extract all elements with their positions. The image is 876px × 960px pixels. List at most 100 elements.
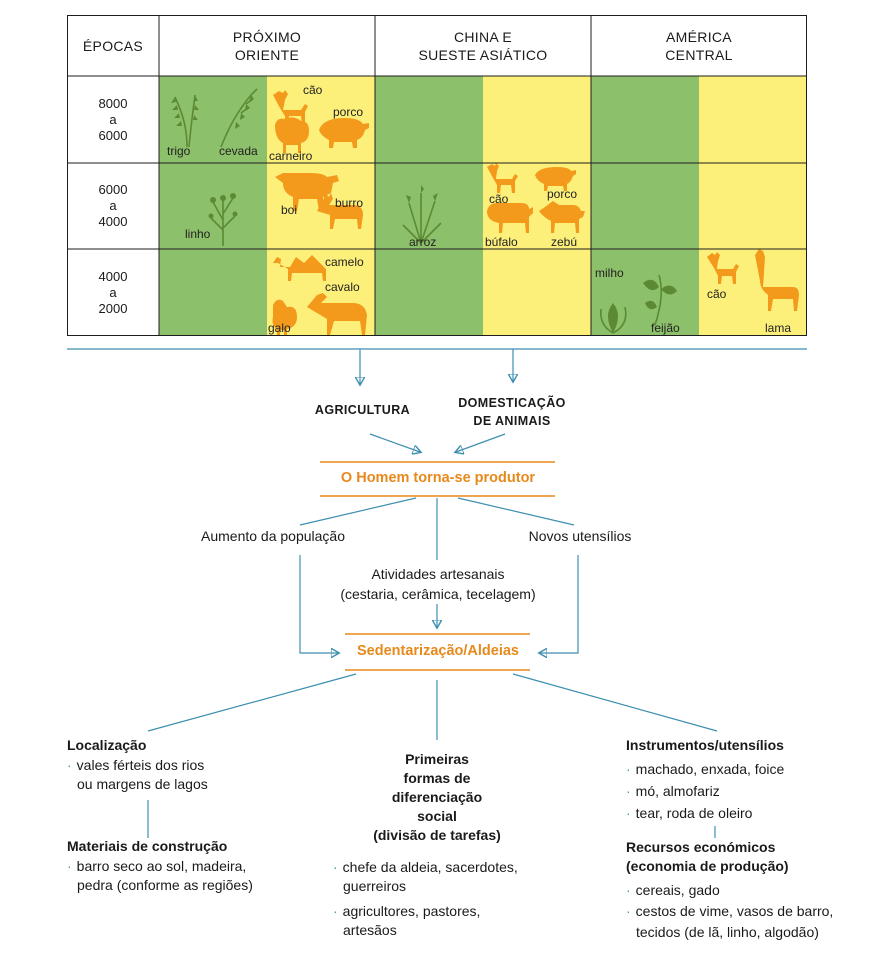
label-milho: milho [595,266,624,280]
cell-r3-cn-plants [375,249,483,336]
label-r2-cao: cão [489,192,509,206]
header-near-east-line1: PRÓXIMO [232,28,302,45]
label-carneiro: carneiro [269,149,313,163]
label-galo: galo [268,321,291,335]
epoch-2-start: 6000 [98,182,128,197]
craft-activities-line1: Atividades artesanais [371,566,505,582]
header-central-america: AMÉRICA CENTRAL [591,15,807,76]
instruments-section: Instrumentos/utensílios ·machado, enxada… [626,737,866,824]
domestication-line2: DE ANIMAIS [473,414,551,428]
materials-section: Materiais de construção ·barro seco ao s… [67,838,327,895]
domestication-table: ÉPOCAS PRÓXIMO ORIENTE CHINA E SUESTE AS… [67,15,807,336]
resources-title-line2: (economia de produção) [626,858,789,874]
cell-r2-am-plants [591,163,699,249]
header-epochs: ÉPOCAS [67,15,159,76]
materials-item-text-2: pedra (conforme as regiões) [77,877,253,893]
instruments-item-3-text: tear, roda de oleiro [635,805,753,821]
epoch-2-end: 4000 [98,214,128,229]
header-near-east: PRÓXIMO ORIENTE [159,15,375,76]
resources-item-1: ·cereais, gado [626,882,720,898]
america-dog-icon [707,252,739,284]
label-feijao: feijão [651,321,680,335]
social-item-2: ·agricultores, pastores, [333,903,481,919]
cell-r3-cn-animals [483,249,591,336]
label-camelo: camelo [325,255,364,269]
epoch-row-3: 4000 a 2000 [67,249,159,336]
donkey-icon [317,193,363,229]
label-boi: boi [281,203,298,217]
pig-icon [319,118,369,148]
social-title-line4: social [417,808,457,824]
location-list: ·vales férteis dos rios ou margens de la… [67,756,307,794]
sheep-icon [275,117,309,153]
cell-r1-ne-plants [159,76,267,163]
agriculture-label: AGRICULTURA [314,403,411,417]
epoch-3-a: a [109,284,117,300]
social-item-1-text: chefe da aldeia, sacerdotes, [342,859,518,875]
table-grid [67,15,807,336]
llama-icon [755,249,799,311]
resources-section: Recursos económicos (economia de produçã… [626,838,871,943]
label-lama: lama [765,321,792,335]
social-item-1: ·chefe da aldeia, sacerdotes, [333,859,518,875]
social-title-line3: diferenciação [391,789,483,805]
bean-icon [643,274,677,326]
header-america-line2: CENTRAL [665,46,733,63]
epoch-2-a: a [109,198,117,213]
social-item-2-text: agricultores, pastores, [342,903,481,919]
china-pig-icon [535,167,576,191]
camel-icon [273,255,326,281]
barley-icon [220,88,258,148]
instruments-item-1: ·machado, enxada, foice [626,761,785,777]
rice-icon [402,185,442,244]
social-list: ·chefe da aldeia, sacerdotes, guerreiros… [333,858,563,940]
domestication-label: DOMESTICAÇÃO DE ANIMAIS [440,394,584,430]
flax-icon [208,193,238,246]
cell-r2-am-animals [699,163,807,249]
producer-box: O Homem torna-se produtor [340,470,536,486]
location-item: ·vales férteis dos rios [67,757,205,773]
cell-r2-ne-plants [159,163,267,249]
header-epochs-label: ÉPOCAS [82,37,144,54]
epoch-row-1: 8000 a 6000 [67,76,159,163]
domestication-line1: DOMESTICAÇÃO [458,396,566,410]
instruments-item-1-text: machado, enxada, foice [635,761,785,777]
header-china-line2: SUESTE ASIÁTICO [418,46,548,63]
materials-title: Materiais de construção [67,838,228,854]
new-tools: Novos utensílios [528,528,632,544]
resources-item-2: ·cestos de vime, vasos de barro, [626,903,834,919]
resources-item-2-cont: tecidos (de lã, linho, algodão) [636,924,819,940]
label-r2-porco: porco [547,187,578,201]
materials-item-text-1: barro seco ao sol, madeira, [76,858,247,874]
location-item-text-2: ou margens de lagos [77,776,208,792]
label-cavalo: cavalo [325,280,360,294]
instruments-title: Instrumentos/utensílios [626,737,784,753]
wheat-icon [171,94,199,148]
china-dog-icon [487,163,518,193]
corn-icon [599,303,627,334]
label-bufalo: búfalo [485,235,518,249]
rooster-icon [272,299,297,335]
epoch-3-end: 2000 [98,300,128,316]
population-increase: Aumento da população [201,528,345,544]
social-title-line1: Primeiras [405,751,469,767]
materials-list: ·barro seco ao sol, madeira, pedra (conf… [67,857,327,895]
header-near-east-line2: ORIENTE [234,46,300,63]
label-zebu: zebú [551,235,578,249]
header-america-line1: AMÉRICA [666,28,732,45]
instruments-item-2: ·mó, almofariz [626,783,720,799]
cell-r1-cn-animals [483,76,591,163]
dog-icon [273,90,308,126]
resources-item-2-text: cestos de vime, vasos de barro, [635,903,834,919]
location-title: Localização [67,737,147,753]
epoch-1-a: a [109,111,117,127]
buffalo-icon [487,203,533,233]
instruments-item-2-text: mó, almofariz [635,783,720,799]
label-r1-porco: porco [333,105,364,119]
header-china-line1: CHINA E [453,28,513,45]
cell-r1-cn-plants [375,76,483,163]
craft-activities-line2: (cestaria, cerâmica, tecelagem) [340,586,536,602]
social-item-1-cont: guerreiros [343,878,407,894]
resources-title: Recursos económicos (economia de produçã… [626,838,871,876]
resources-item-1-text: cereais, gado [635,882,720,898]
